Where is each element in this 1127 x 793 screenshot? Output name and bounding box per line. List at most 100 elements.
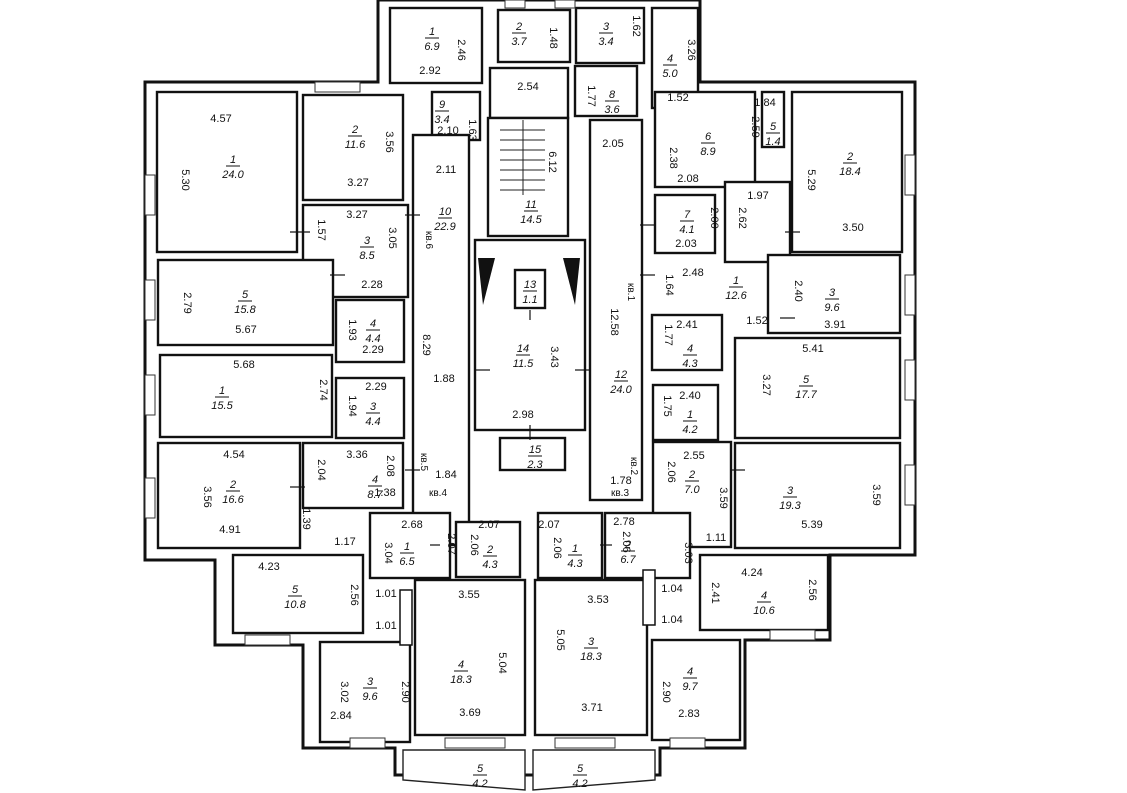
room-number: 5 — [242, 289, 249, 301]
room-area: 4.3 — [682, 358, 698, 370]
room-label: 14.3 — [567, 543, 583, 570]
dimension-label: 3.27 — [347, 177, 368, 189]
room-number: 4 — [687, 343, 693, 355]
dimension-label: 2.98 — [512, 409, 533, 421]
room-area: 16.6 — [222, 494, 244, 506]
dimension-label: 2.05 — [602, 138, 623, 150]
room-outline — [723, 180, 792, 264]
dimension-label: 2.06 — [551, 537, 563, 558]
dimension-label: 2.07 — [445, 533, 457, 554]
room-area: 1.1 — [522, 294, 537, 306]
partition-ticks — [290, 214, 800, 546]
room-label: 54.2 — [572, 763, 587, 790]
dimension-label: 2.06 — [620, 531, 632, 552]
room-label: 74.1 — [679, 209, 694, 236]
dimension-label: 1.04 — [661, 583, 682, 595]
dimension-label: 1.84 — [754, 97, 775, 109]
apartment-label: кв.5 — [418, 453, 429, 471]
room-area: 6.7 — [620, 554, 636, 566]
room-area: 6.9 — [424, 41, 439, 53]
dimension-label: 2.48 — [682, 267, 703, 279]
dimension-label: 2.10 — [437, 125, 458, 137]
room-area: 4.3 — [567, 558, 583, 570]
dimension-label: 3.02 — [338, 681, 350, 702]
room-outline — [790, 90, 904, 254]
dimension-label: 5.39 — [801, 519, 822, 531]
room-label: 152.3 — [526, 444, 543, 471]
dimension-label: 3.50 — [842, 222, 863, 234]
room-area: 15.5 — [211, 400, 233, 412]
dimension-label: 3.56 — [201, 486, 213, 507]
dimension-label: 1.94 — [346, 395, 358, 416]
room-area: 4.4 — [365, 333, 380, 345]
dimension-label: 3.27 — [760, 374, 772, 395]
room-area: 9.6 — [824, 302, 840, 314]
room-number: 9 — [439, 99, 445, 111]
room-number: 2 — [688, 469, 695, 481]
dimension-label: 12.58 — [608, 308, 620, 336]
room-area: 9.7 — [682, 681, 698, 693]
room-outline — [318, 640, 412, 744]
room-outline — [766, 253, 902, 335]
dimension-label: 2.68 — [401, 519, 422, 531]
dimension-label: 2.00 — [708, 207, 720, 228]
room-number: 13 — [524, 279, 537, 291]
dimension-label: 2.06 — [468, 534, 480, 555]
room-number: 1 — [733, 275, 739, 287]
room-label: 39.6 — [824, 287, 840, 314]
dimension-label: 2.04 — [315, 459, 327, 480]
room-label: 319.3 — [779, 485, 801, 512]
dimension-label: 1.75 — [661, 395, 673, 416]
room-number: 12 — [615, 369, 627, 381]
dimension-label: 1.52 — [746, 315, 767, 327]
dimension-label: 5.68 — [233, 359, 254, 371]
room-number: 14 — [517, 343, 529, 355]
room-label: 33.4 — [598, 21, 613, 48]
room-number: 4 — [761, 590, 767, 602]
room-area: 3.7 — [511, 36, 527, 48]
dimension-label: 1.48 — [547, 27, 559, 48]
room-area: 10.8 — [284, 599, 306, 611]
room-area: 9.6 — [362, 691, 378, 703]
shaft-marker — [478, 258, 495, 305]
dimension-label: 2.90 — [660, 681, 672, 702]
room-label: 49.7 — [682, 666, 698, 693]
room-number: 4 — [687, 666, 693, 678]
dimension-label: 3.69 — [459, 707, 480, 719]
dimension-label: 8.29 — [420, 334, 432, 355]
room-label: 418.3 — [450, 659, 472, 686]
room-outline — [650, 638, 742, 742]
dimension-label: 1.84 — [435, 469, 456, 481]
room-number: 4 — [667, 53, 673, 65]
room-number: 2 — [846, 151, 853, 163]
room-number: 1 — [429, 26, 435, 38]
room-number: 2 — [351, 124, 358, 136]
dimension-label: 1.38 — [374, 487, 395, 499]
dimension-label: 1.77 — [585, 85, 597, 106]
room-outline — [156, 258, 335, 347]
room-area: 4.2 — [682, 424, 697, 436]
room-outline — [488, 66, 570, 120]
room-label: 44.4 — [365, 318, 380, 345]
dimension-label: 3.43 — [548, 346, 560, 367]
room-number: 5 — [477, 763, 484, 775]
dimension-label: 3.59 — [870, 484, 882, 505]
dimension-label: 2.83 — [678, 708, 699, 720]
room-label: 16.9 — [424, 26, 439, 53]
room-outline — [158, 353, 334, 439]
room-number: 3 — [364, 235, 371, 247]
room-number: 1 — [230, 154, 236, 166]
room-area: 12.6 — [725, 290, 747, 302]
dimension-label: 3.26 — [685, 39, 697, 60]
room-outline — [413, 578, 527, 737]
room-outline — [334, 298, 406, 364]
room-area: 11.5 — [513, 358, 534, 370]
apartment-label: кв.1 — [625, 283, 636, 301]
room-number: 11 — [525, 199, 536, 211]
dimension-label: 1.62 — [630, 15, 642, 36]
room-label: 68.9 — [700, 131, 715, 158]
dimension-label: 4.24 — [741, 567, 762, 579]
room-outline — [573, 64, 639, 118]
dimension-label: 5.67 — [235, 324, 256, 336]
